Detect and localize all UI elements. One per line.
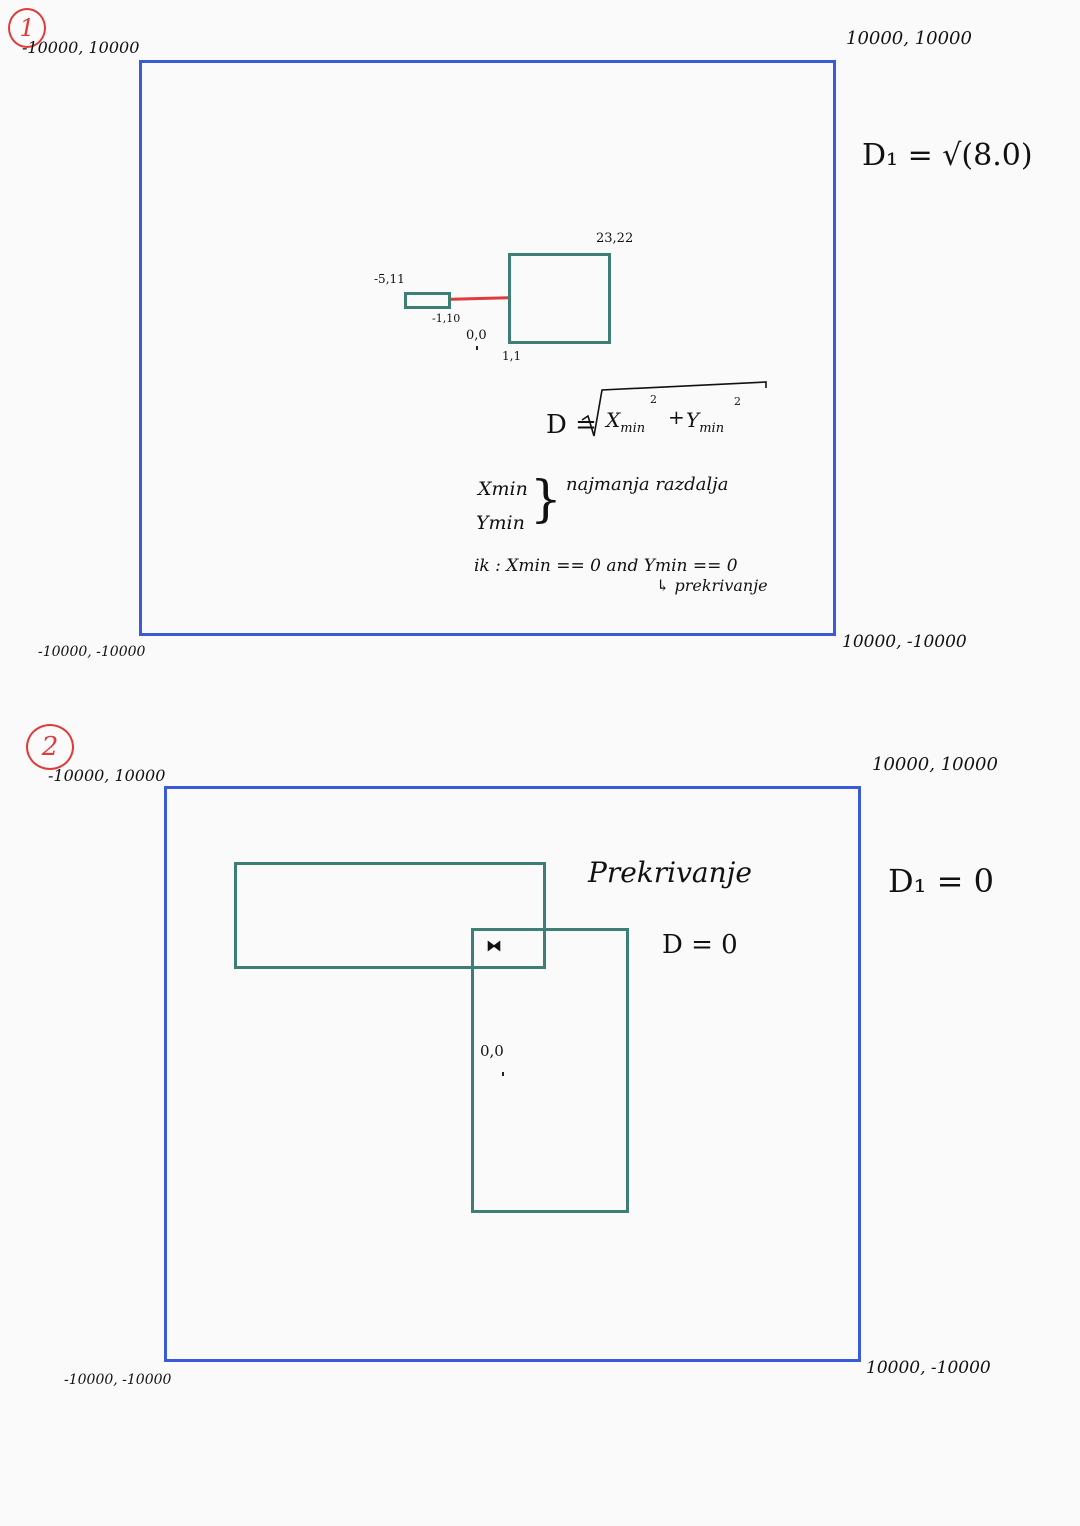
overlap-condition: ik : Xmin == 0 and Ymin == 0 — [474, 556, 738, 576]
origin-point — [476, 346, 478, 350]
diagram-number-badge: 1 — [8, 8, 46, 48]
tall-rectangle — [471, 928, 629, 1213]
small-rect-label-top-left: -5,11 — [374, 272, 405, 286]
large-rectangle — [508, 253, 611, 344]
corner-label-top-left: -10000, 10000 — [22, 38, 140, 57]
overlap-title: Prekrivanje — [588, 856, 752, 889]
wide-rectangle — [234, 862, 546, 969]
origin-label: 0,0 — [466, 328, 487, 343]
diagram-number-badge: 2 — [26, 724, 74, 770]
definition-note: najmanja razdalja — [566, 474, 729, 495]
overlap-hatch-mark: ⧓ — [486, 936, 502, 955]
distance-value: D = 0 — [662, 930, 738, 960]
world-boundary — [139, 60, 836, 636]
large-rect-label-top-right: 23,22 — [596, 231, 634, 246]
formula-plus: + — [668, 405, 685, 429]
corner-label-top-left: -10000, 10000 — [48, 766, 166, 785]
ymin-label: Ymin — [476, 512, 525, 534]
corner-label-bottom-right: 10000, -10000 — [866, 1358, 991, 1378]
corner-label-bottom-left: -10000, -10000 — [64, 1372, 172, 1388]
xmin-label: Xmin — [478, 478, 528, 500]
distance-result: D₁ = 0 — [888, 862, 994, 900]
square-root-sign — [581, 381, 767, 437]
corner-label-bottom-right: 10000, -10000 — [842, 632, 967, 652]
small-rectangle — [404, 292, 451, 309]
corner-label-bottom-left: -10000, -10000 — [38, 644, 146, 660]
origin-label: 0,0 — [480, 1042, 504, 1060]
large-rect-label-bottom-left: 1,1 — [502, 349, 522, 363]
origin-point — [502, 1072, 504, 1076]
formula-exponent-1: 2 — [650, 393, 657, 406]
distance-result: D₁ = √(8.0) — [862, 138, 1033, 173]
grouping-brace: } — [530, 470, 562, 528]
formula-term-x: Xmin — [606, 408, 646, 436]
corner-label-top-right: 10000, 10000 — [872, 754, 998, 775]
small-rect-label-bottom-right: -1,10 — [432, 312, 461, 325]
world-boundary — [164, 786, 861, 1362]
formula-exponent-2: 2 — [734, 395, 741, 408]
corner-label-top-right: 10000, 10000 — [846, 28, 972, 49]
overlap-note: ↳ prekrivanje — [656, 576, 768, 595]
formula-term-y: Ymin — [686, 408, 725, 436]
